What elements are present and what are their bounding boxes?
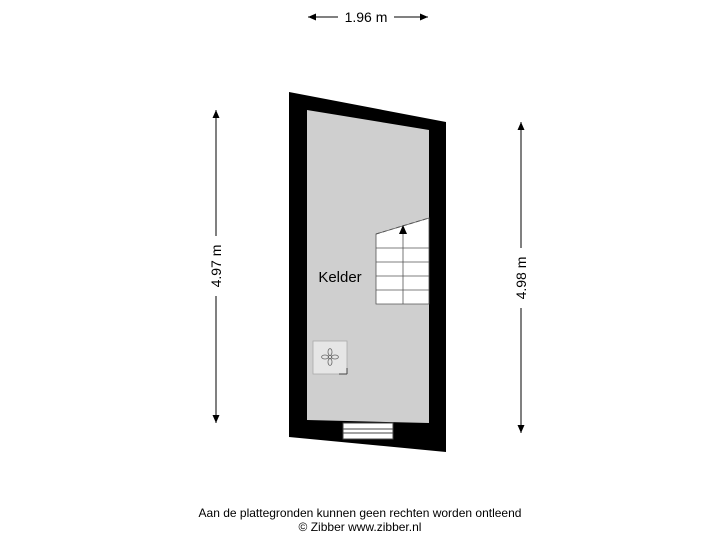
height-left-label: 4.97 m [208,245,224,288]
width-label: 1.96 m [345,9,388,25]
dimension-height-left: 4.97 m [206,110,226,423]
window [342,422,394,440]
room-label-kelder: Kelder [318,269,361,286]
copyright-text: © Zibber www.zibber.nl [298,520,422,534]
stairs [375,217,430,305]
fan-icon [321,348,339,366]
utility-fixture [312,340,348,375]
arrow-up-icon [399,225,407,234]
dimension-width: 1.96 m [308,7,428,27]
height-right-label: 4.98 m [513,257,529,300]
dimension-height-right: 4.98 m [511,122,531,433]
disclaimer-text: Aan de plattegronden kunnen geen rechten… [198,506,522,520]
